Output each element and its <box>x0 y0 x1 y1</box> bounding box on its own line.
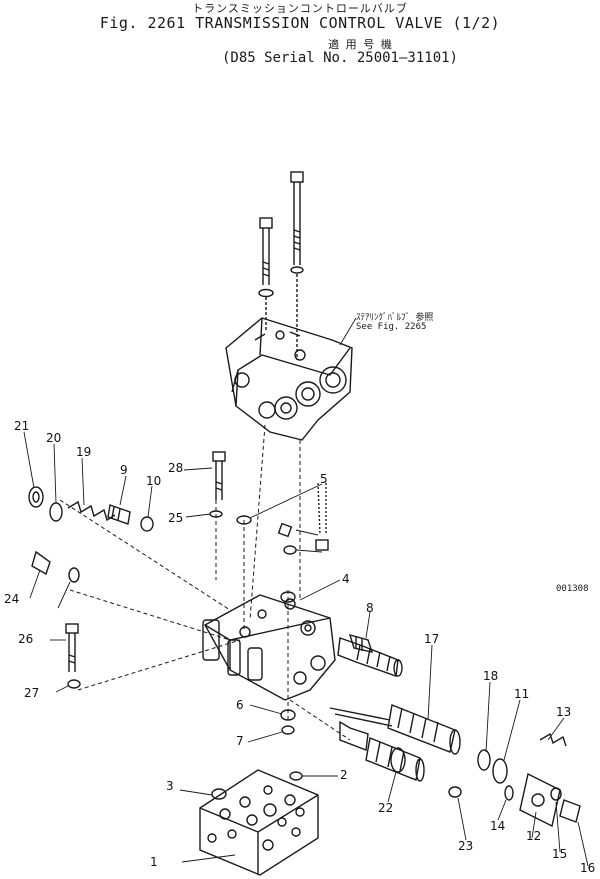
callout-6: 6 <box>236 698 244 712</box>
leader-lines <box>23 317 589 867</box>
callout-2: 2 <box>340 768 348 782</box>
callout-14: 14 <box>490 819 505 833</box>
base-plate-1 <box>199 769 319 876</box>
spool-middle <box>329 704 461 755</box>
callout-10: 10 <box>146 474 161 488</box>
upper-valve-body <box>225 317 353 441</box>
callout-20: 20 <box>46 431 61 445</box>
bolt-26 <box>65 623 79 672</box>
spool-lower <box>339 720 425 782</box>
figure-title: Fig. 2261 TRANSMISSION CONTROL VALVE (1/… <box>99 14 501 32</box>
callout-16: 16 <box>580 861 595 875</box>
serial-range: (D85 Serial No. 25001—31101) <box>221 50 458 66</box>
callout-8: 8 <box>366 601 374 615</box>
lower-valve-body <box>202 594 336 701</box>
callout-28: 28 <box>168 461 183 475</box>
callout-11: 11 <box>514 687 529 701</box>
spool-upper <box>337 637 403 677</box>
callout-5: 5 <box>320 472 328 486</box>
callout-9: 9 <box>120 463 128 477</box>
assembly-guides <box>59 424 351 741</box>
callout-19: 19 <box>76 445 91 459</box>
callout-25: 25 <box>168 511 183 525</box>
callout-18: 18 <box>483 669 498 683</box>
callout-12: 12 <box>526 829 541 843</box>
callout-7: 7 <box>236 734 244 748</box>
callout-1: 1 <box>150 855 158 869</box>
callout-27: 27 <box>24 686 39 700</box>
callout-labels: 1 2 3 4 5 6 7 8 9 10 11 12 13 14 15 16 1… <box>4 419 595 875</box>
callout-26: 26 <box>18 632 33 646</box>
callout-17: 17 <box>424 632 439 646</box>
crossref-jp: ｽﾃｱﾘﾝｸﾞﾊﾞﾙﾌﾞ 参照 <box>356 313 434 323</box>
japanese-title: トランスミッションコントロールバルブ <box>192 2 408 15</box>
plug-5 <box>315 482 329 551</box>
plug-9 <box>107 504 131 525</box>
spring-19 <box>67 500 116 522</box>
callout-4: 4 <box>342 572 350 586</box>
drawing-code: 001308 <box>556 584 589 594</box>
callout-13: 13 <box>556 705 571 719</box>
callout-21: 21 <box>14 419 29 433</box>
plug-8 <box>348 633 374 653</box>
callout-24: 24 <box>4 592 19 606</box>
upper-bolt-short <box>258 217 274 330</box>
callout-3: 3 <box>166 779 174 793</box>
callout-23: 23 <box>458 839 473 853</box>
bolt-28 <box>212 451 226 500</box>
crossref-en: See Fig. 2265 <box>356 322 427 332</box>
callout-22: 22 <box>378 801 393 815</box>
small-parts <box>28 486 581 828</box>
applicability-label: 適 用 号 機 <box>328 38 392 51</box>
callout-15: 15 <box>552 847 567 861</box>
upper-bolt-long <box>290 171 304 360</box>
